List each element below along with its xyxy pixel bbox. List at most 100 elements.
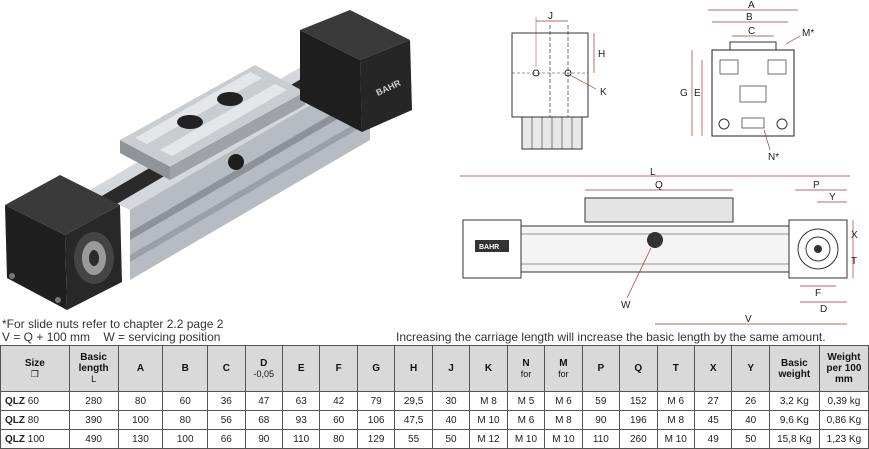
table-cell: M 10 (469, 410, 508, 430)
table-cell: 47,5 (394, 410, 433, 430)
table-cell: 50 (431, 429, 471, 449)
column-header-label: P (597, 363, 605, 374)
dim-label-m: M* (802, 28, 814, 39)
column-header: Basic weight (768, 345, 820, 392)
service-hole (228, 154, 244, 170)
column-header-sub: ❒ (30, 368, 39, 379)
table-cell: 26 (731, 391, 770, 411)
table-cell: 15,8 Kg (768, 429, 820, 449)
size-cell: QLZ 60 (0, 391, 70, 411)
table-cell: M 5 (506, 391, 546, 411)
table-cell: 196 (619, 410, 658, 430)
table-cell: 49 (693, 429, 733, 449)
end-block-front-top (5, 175, 120, 235)
profile-bore (776, 118, 788, 130)
column-header-label: Size (24, 357, 45, 369)
dim-label-a: A (748, 0, 755, 11)
column-header-label: Weight per 100 mm (826, 352, 862, 385)
size-number: 80 (27, 414, 39, 426)
table-cell: 47 (244, 391, 284, 411)
column-header-label: X (709, 363, 717, 374)
table-cell: 110 (281, 429, 321, 449)
column-header-label: E (297, 363, 305, 374)
side-detail-drawing: J H K (511, 11, 607, 150)
table-cell: 390 (68, 410, 119, 430)
table-cell: M 10 (656, 429, 695, 449)
table-cell: 90 (244, 429, 284, 449)
dim-label-q: Q (655, 180, 663, 191)
column-header: P (581, 345, 621, 392)
service-position-hole (647, 232, 663, 248)
column-header-label: F (335, 363, 342, 374)
table-cell: M 12 (469, 429, 508, 449)
carriage-hole (217, 92, 243, 106)
formula-note: V = Q + 100 mm W = servicing position (2, 330, 221, 344)
dim-label-h: H (598, 49, 605, 60)
column-header: Q (619, 345, 658, 392)
column-header: K (469, 345, 508, 392)
table-cell: 1,23 Kg (818, 429, 869, 449)
column-header-label: K (484, 363, 493, 374)
slide-nut-note: *For slide nuts refer to chapter 2.2 pag… (2, 317, 224, 331)
column-header-label: Y (747, 363, 754, 374)
table-cell: 59 (581, 391, 621, 411)
table-cell: 9,6 Kg (768, 410, 820, 430)
table-cell: 36 (207, 391, 246, 411)
size-series: QLZ (5, 395, 25, 407)
table-cell: 490 (68, 429, 119, 449)
table-cell: 260 (619, 429, 658, 449)
size-number: 60 (27, 395, 39, 407)
column-header: J (431, 345, 471, 392)
column-header: G (356, 345, 396, 392)
size-cell: QLZ 80 (0, 410, 70, 430)
column-header: Weight per 100 mm (818, 345, 869, 392)
table-cell: 45 (693, 410, 733, 430)
column-header: F (319, 345, 358, 392)
table-cell: 100 (117, 410, 164, 430)
table-cell: 0,39 kg (818, 391, 869, 411)
table-cell: 30 (431, 391, 471, 411)
column-header-sub: -0,05 (253, 368, 275, 379)
carriage-length-note: Increasing the carriage length will incr… (396, 330, 826, 344)
column-header: A (117, 345, 164, 392)
table-cell: 130 (117, 429, 164, 449)
table-cell: 60 (162, 391, 209, 411)
carriage-hole (177, 115, 203, 129)
profile-front (130, 70, 370, 280)
table-cell: 100 (162, 429, 209, 449)
table-cell: M 10 (544, 429, 583, 449)
table-cell: 80 (162, 410, 209, 430)
table-cell: 55 (394, 429, 433, 449)
dim-label-e: E (694, 88, 701, 99)
dim-label-x: X (851, 230, 858, 241)
table-cell: 129 (356, 429, 396, 449)
table-cell: M 6 (544, 391, 583, 411)
dim-label-b: B (746, 12, 753, 23)
table-cell: 42 (319, 391, 358, 411)
end-block-rear-front (360, 40, 412, 132)
dim-label-y: Y (829, 192, 836, 203)
table-cell: 80 (319, 429, 358, 449)
table-cell: 93 (281, 410, 321, 430)
end-logo-text: BAHR (479, 244, 499, 251)
table-cell: M 10 (506, 429, 546, 449)
table-cell: 56 (207, 410, 246, 430)
dim-label-l: L (650, 168, 656, 178)
column-header-label: G (372, 363, 381, 374)
table-cell: 280 (68, 391, 119, 411)
column-header: Size❒ (0, 345, 70, 392)
dim-label-t: T (851, 256, 857, 267)
column-header-label: H (409, 363, 418, 374)
table-cell: 90 (581, 410, 621, 430)
table-cell: 106 (356, 410, 396, 430)
dim-label-f: F (815, 288, 821, 299)
column-header-label: Basic weight (778, 357, 811, 380)
column-header-label: D (260, 357, 268, 369)
table-cell: 40 (431, 410, 471, 430)
column-header-label: Q (634, 363, 643, 374)
